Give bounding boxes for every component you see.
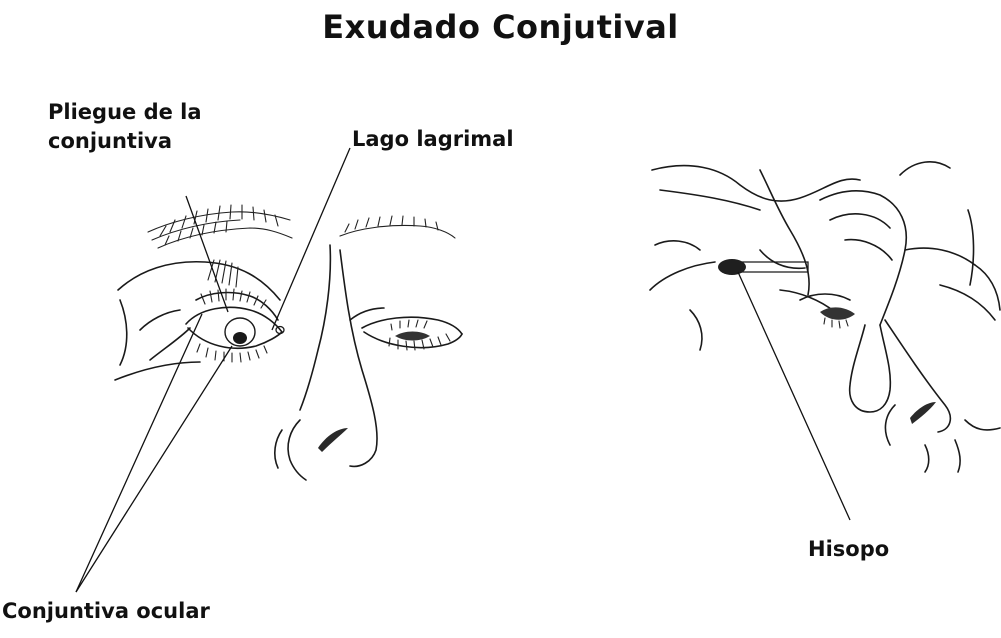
left-eyebrow [148, 205, 292, 248]
right-swab-drawing [650, 162, 1000, 472]
leader-conjuntiva-1 [76, 314, 202, 592]
swab-nostril [910, 402, 936, 424]
left-face-drawing [115, 205, 462, 480]
leader-lines-left [76, 148, 350, 592]
left-brow-bone [118, 262, 280, 300]
leader-lago [272, 148, 350, 330]
swab-stick [742, 262, 808, 272]
left-pupil [233, 332, 247, 344]
left-nostril [318, 428, 348, 452]
right-eyebrow [340, 216, 455, 238]
leader-conjuntiva-2 [76, 346, 232, 592]
left-nose-bridge [300, 245, 330, 410]
right-upper-lid [362, 317, 462, 334]
swab-tip [718, 259, 746, 275]
right-closed-eye [395, 332, 430, 341]
